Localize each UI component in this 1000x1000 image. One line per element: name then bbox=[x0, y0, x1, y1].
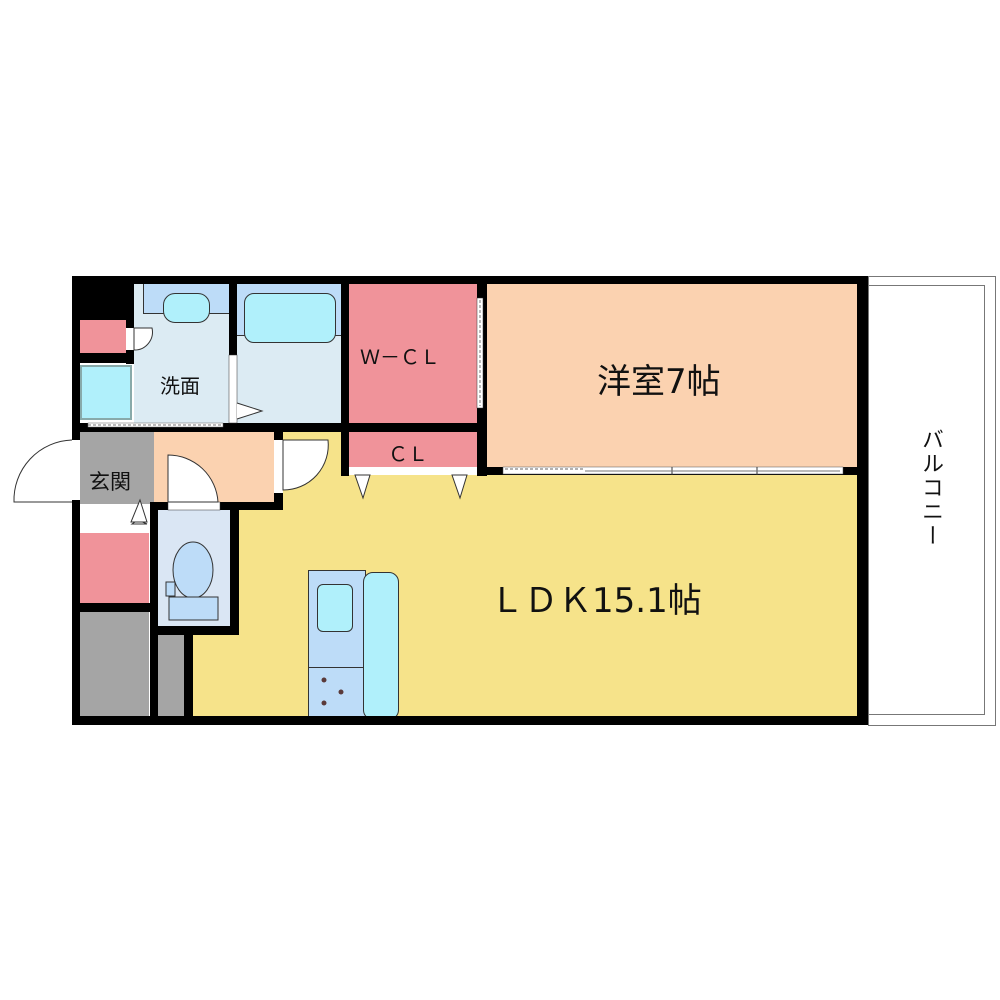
kitchen-cabinet bbox=[363, 572, 399, 720]
walk-in-closet[interactable] bbox=[349, 283, 477, 423]
shoe-cabinet-small bbox=[80, 320, 126, 353]
balcony-inner bbox=[868, 285, 985, 715]
wall-upper-row-bottom bbox=[72, 423, 362, 432]
kitchen-divider bbox=[308, 667, 364, 668]
wall-storage-right bbox=[184, 635, 193, 725]
wcl-label: Ｗ－ＣＬ bbox=[360, 345, 440, 369]
cl-label: ＣＬ bbox=[388, 442, 428, 466]
wall-wcl-bottom bbox=[341, 423, 487, 432]
storage-left bbox=[80, 612, 149, 717]
sink-basin bbox=[163, 293, 210, 323]
wall-bath-left bbox=[229, 283, 237, 423]
washroom-label: 洗面 bbox=[160, 374, 200, 398]
wall-left bbox=[72, 276, 80, 725]
shoe-cabinet bbox=[80, 533, 149, 603]
wall-right bbox=[857, 276, 868, 725]
wall-toilet-right bbox=[230, 502, 239, 635]
wall-bath-right bbox=[341, 283, 349, 476]
entrance[interactable] bbox=[80, 432, 154, 504]
storage-right bbox=[158, 635, 184, 717]
wall-toilet-left bbox=[150, 502, 158, 725]
bathtub bbox=[244, 293, 336, 343]
wall-bottom bbox=[72, 716, 868, 725]
wall-toilet-bottom bbox=[150, 626, 239, 635]
closet[interactable] bbox=[349, 432, 477, 467]
western-room[interactable] bbox=[487, 283, 857, 467]
wall-wash-divider bbox=[80, 353, 134, 363]
entrance-door-gap bbox=[72, 440, 80, 500]
kitchen-sink bbox=[317, 584, 353, 632]
top-left-block bbox=[75, 277, 135, 322]
wall-shoe-divider bbox=[72, 603, 158, 612]
balcony[interactable] bbox=[868, 276, 996, 726]
wall-top bbox=[72, 276, 868, 284]
ldk[interactable] bbox=[193, 475, 857, 717]
balcony-label: バルコニー bbox=[918, 428, 943, 548]
ldk-label: ＬＤＫ15.1帖 bbox=[490, 581, 702, 621]
entrance-label: 玄関 bbox=[89, 470, 131, 494]
washer-space bbox=[80, 365, 132, 420]
entrance-step bbox=[80, 524, 150, 533]
western-room-label: 洋室7帖 bbox=[597, 362, 721, 402]
